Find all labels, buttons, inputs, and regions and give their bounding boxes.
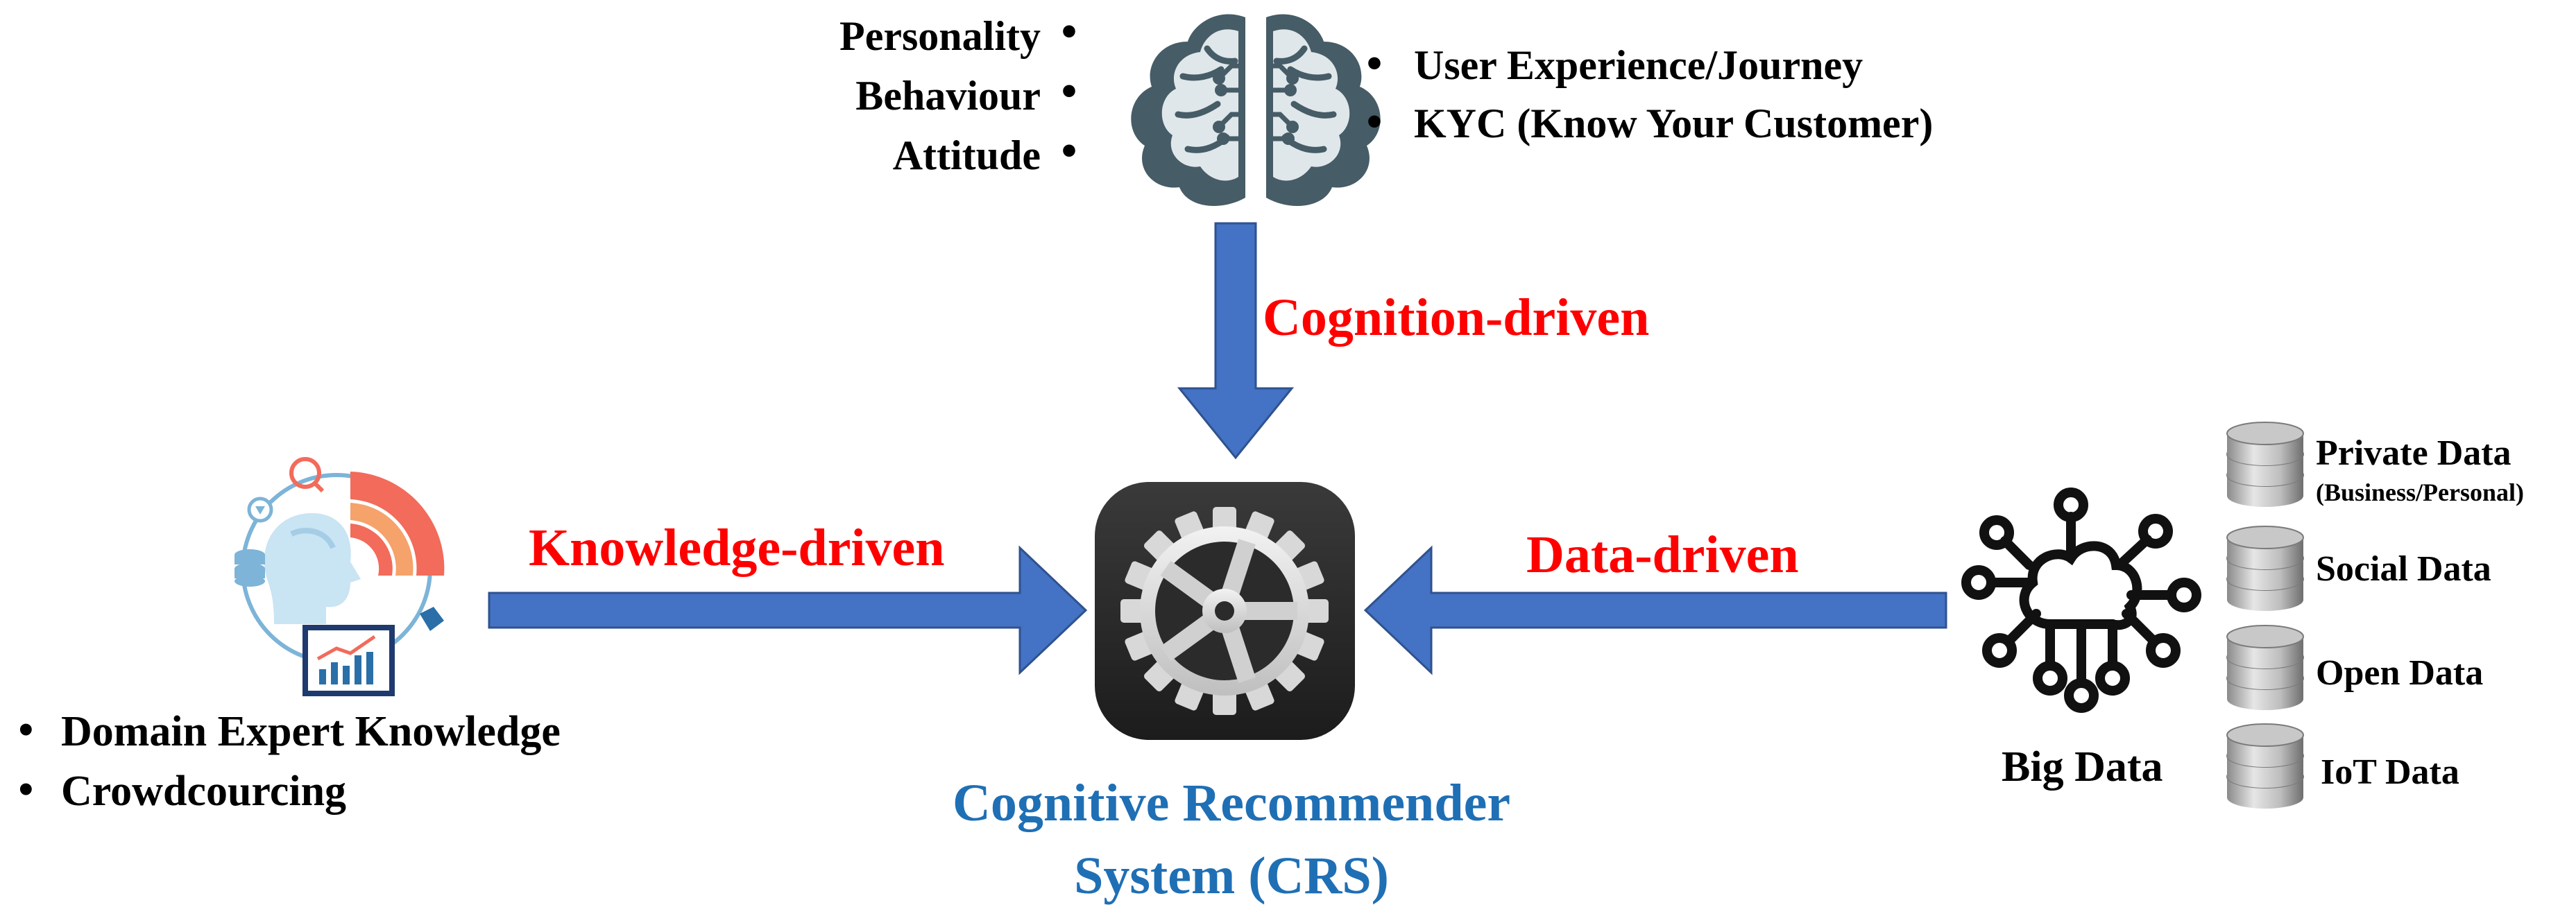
crs-title-line1: Cognitive Recommender bbox=[952, 774, 1511, 832]
network-cloud-icon bbox=[1961, 488, 2201, 713]
database-icon bbox=[2226, 625, 2304, 710]
database-icons bbox=[2226, 422, 2304, 809]
gear-spoke bbox=[1160, 614, 1216, 662]
trait-user-experience: User Experience/Journey bbox=[1414, 42, 1863, 88]
knowledge-driven-label: Knowledge-driven bbox=[529, 519, 945, 577]
trait-behaviour: Behaviour bbox=[855, 73, 1041, 119]
gear-spoke bbox=[1242, 602, 1297, 620]
trait-kyc: KYC (Know Your Customer) bbox=[1414, 101, 1934, 146]
trait-attitude: Attitude bbox=[892, 132, 1041, 178]
trait-personality: Personality bbox=[839, 13, 1041, 59]
database-icon bbox=[2226, 422, 2304, 507]
bullet: • bbox=[15, 712, 37, 750]
bullet: • bbox=[1363, 103, 1385, 143]
source-private-data-sublabel: (Business/Personal) bbox=[2316, 478, 2525, 506]
crs-title-line2: System (CRS) bbox=[1074, 847, 1389, 905]
bullet: • bbox=[15, 771, 37, 810]
source-iot-data: IoT Data bbox=[2321, 752, 2459, 792]
bullet: • bbox=[1058, 12, 1080, 53]
database-icon bbox=[2226, 723, 2304, 809]
database-icon bbox=[2226, 526, 2304, 611]
knowledge-item-domain-expert: Domain Expert Knowledge bbox=[61, 708, 561, 755]
brain-circuit-icon bbox=[1131, 14, 1381, 207]
cognition-arrow bbox=[1177, 222, 1295, 460]
bullet: • bbox=[1058, 72, 1080, 112]
cognition-driven-label: Cognition-driven bbox=[1263, 288, 1650, 347]
big-data-label: Big Data bbox=[2002, 743, 2163, 791]
source-social-data: Social Data bbox=[2316, 549, 2491, 589]
data-arrow bbox=[1363, 545, 1947, 675]
data-driven-label: Data-driven bbox=[1526, 526, 1799, 584]
gear-spoke bbox=[1221, 624, 1256, 683]
gear-spoke bbox=[1160, 560, 1216, 608]
knowledge-arrow bbox=[488, 545, 1088, 675]
expert-head-analytics-icon bbox=[234, 457, 445, 696]
bullet: • bbox=[1058, 132, 1080, 172]
source-open-data: Open Data bbox=[2316, 653, 2484, 693]
source-private-data: Private Data bbox=[2316, 433, 2511, 473]
knowledge-item-crowdsourcing: Crowdcourcing bbox=[61, 768, 347, 815]
bullet: • bbox=[1363, 44, 1385, 85]
gear-icon bbox=[1095, 482, 1355, 740]
gear-spoke bbox=[1221, 539, 1256, 598]
